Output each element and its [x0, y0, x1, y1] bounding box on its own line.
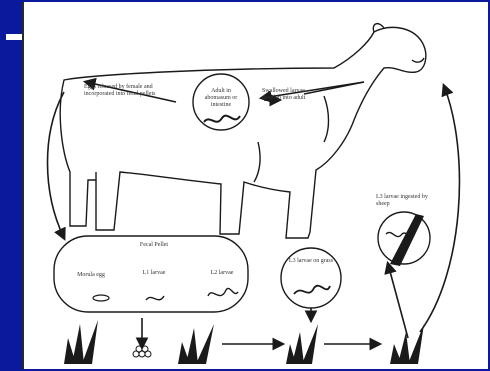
label-adult: Adult in abomasum or intestine [200, 88, 242, 109]
arrow-to-pellet [48, 92, 65, 238]
grass-tuft-3 [286, 324, 318, 364]
grass-tuft-1 [64, 320, 98, 364]
label-l2-larvae: L2 larvae [204, 270, 240, 277]
grass-tufts [64, 320, 424, 364]
dung-pile-icon [133, 346, 151, 357]
grass-tuft-4 [390, 324, 424, 364]
label-l1-larvae: L1 larvae [136, 270, 172, 277]
label-morula-egg: Morula egg [70, 272, 112, 279]
label-ingested-larvae: Swallowed larvae develop into adult [262, 88, 322, 102]
lifecycle-diagram-panel: Eggs released by female and incorporated… [22, 2, 488, 369]
l3-grass-circle [281, 248, 341, 308]
label-l3-grass: L3 larvae on grass [288, 258, 334, 265]
label-l3-ingested: L3 larvae ingested by sheep [376, 194, 440, 208]
label-eggs-passed: Eggs released by female and incorporated… [84, 84, 172, 98]
lifecycle-diagram [24, 2, 488, 369]
label-fecal-pellet: Fecal Pellet [124, 242, 184, 249]
grass-tuft-2 [178, 324, 214, 364]
sheep-illustration [60, 24, 426, 238]
